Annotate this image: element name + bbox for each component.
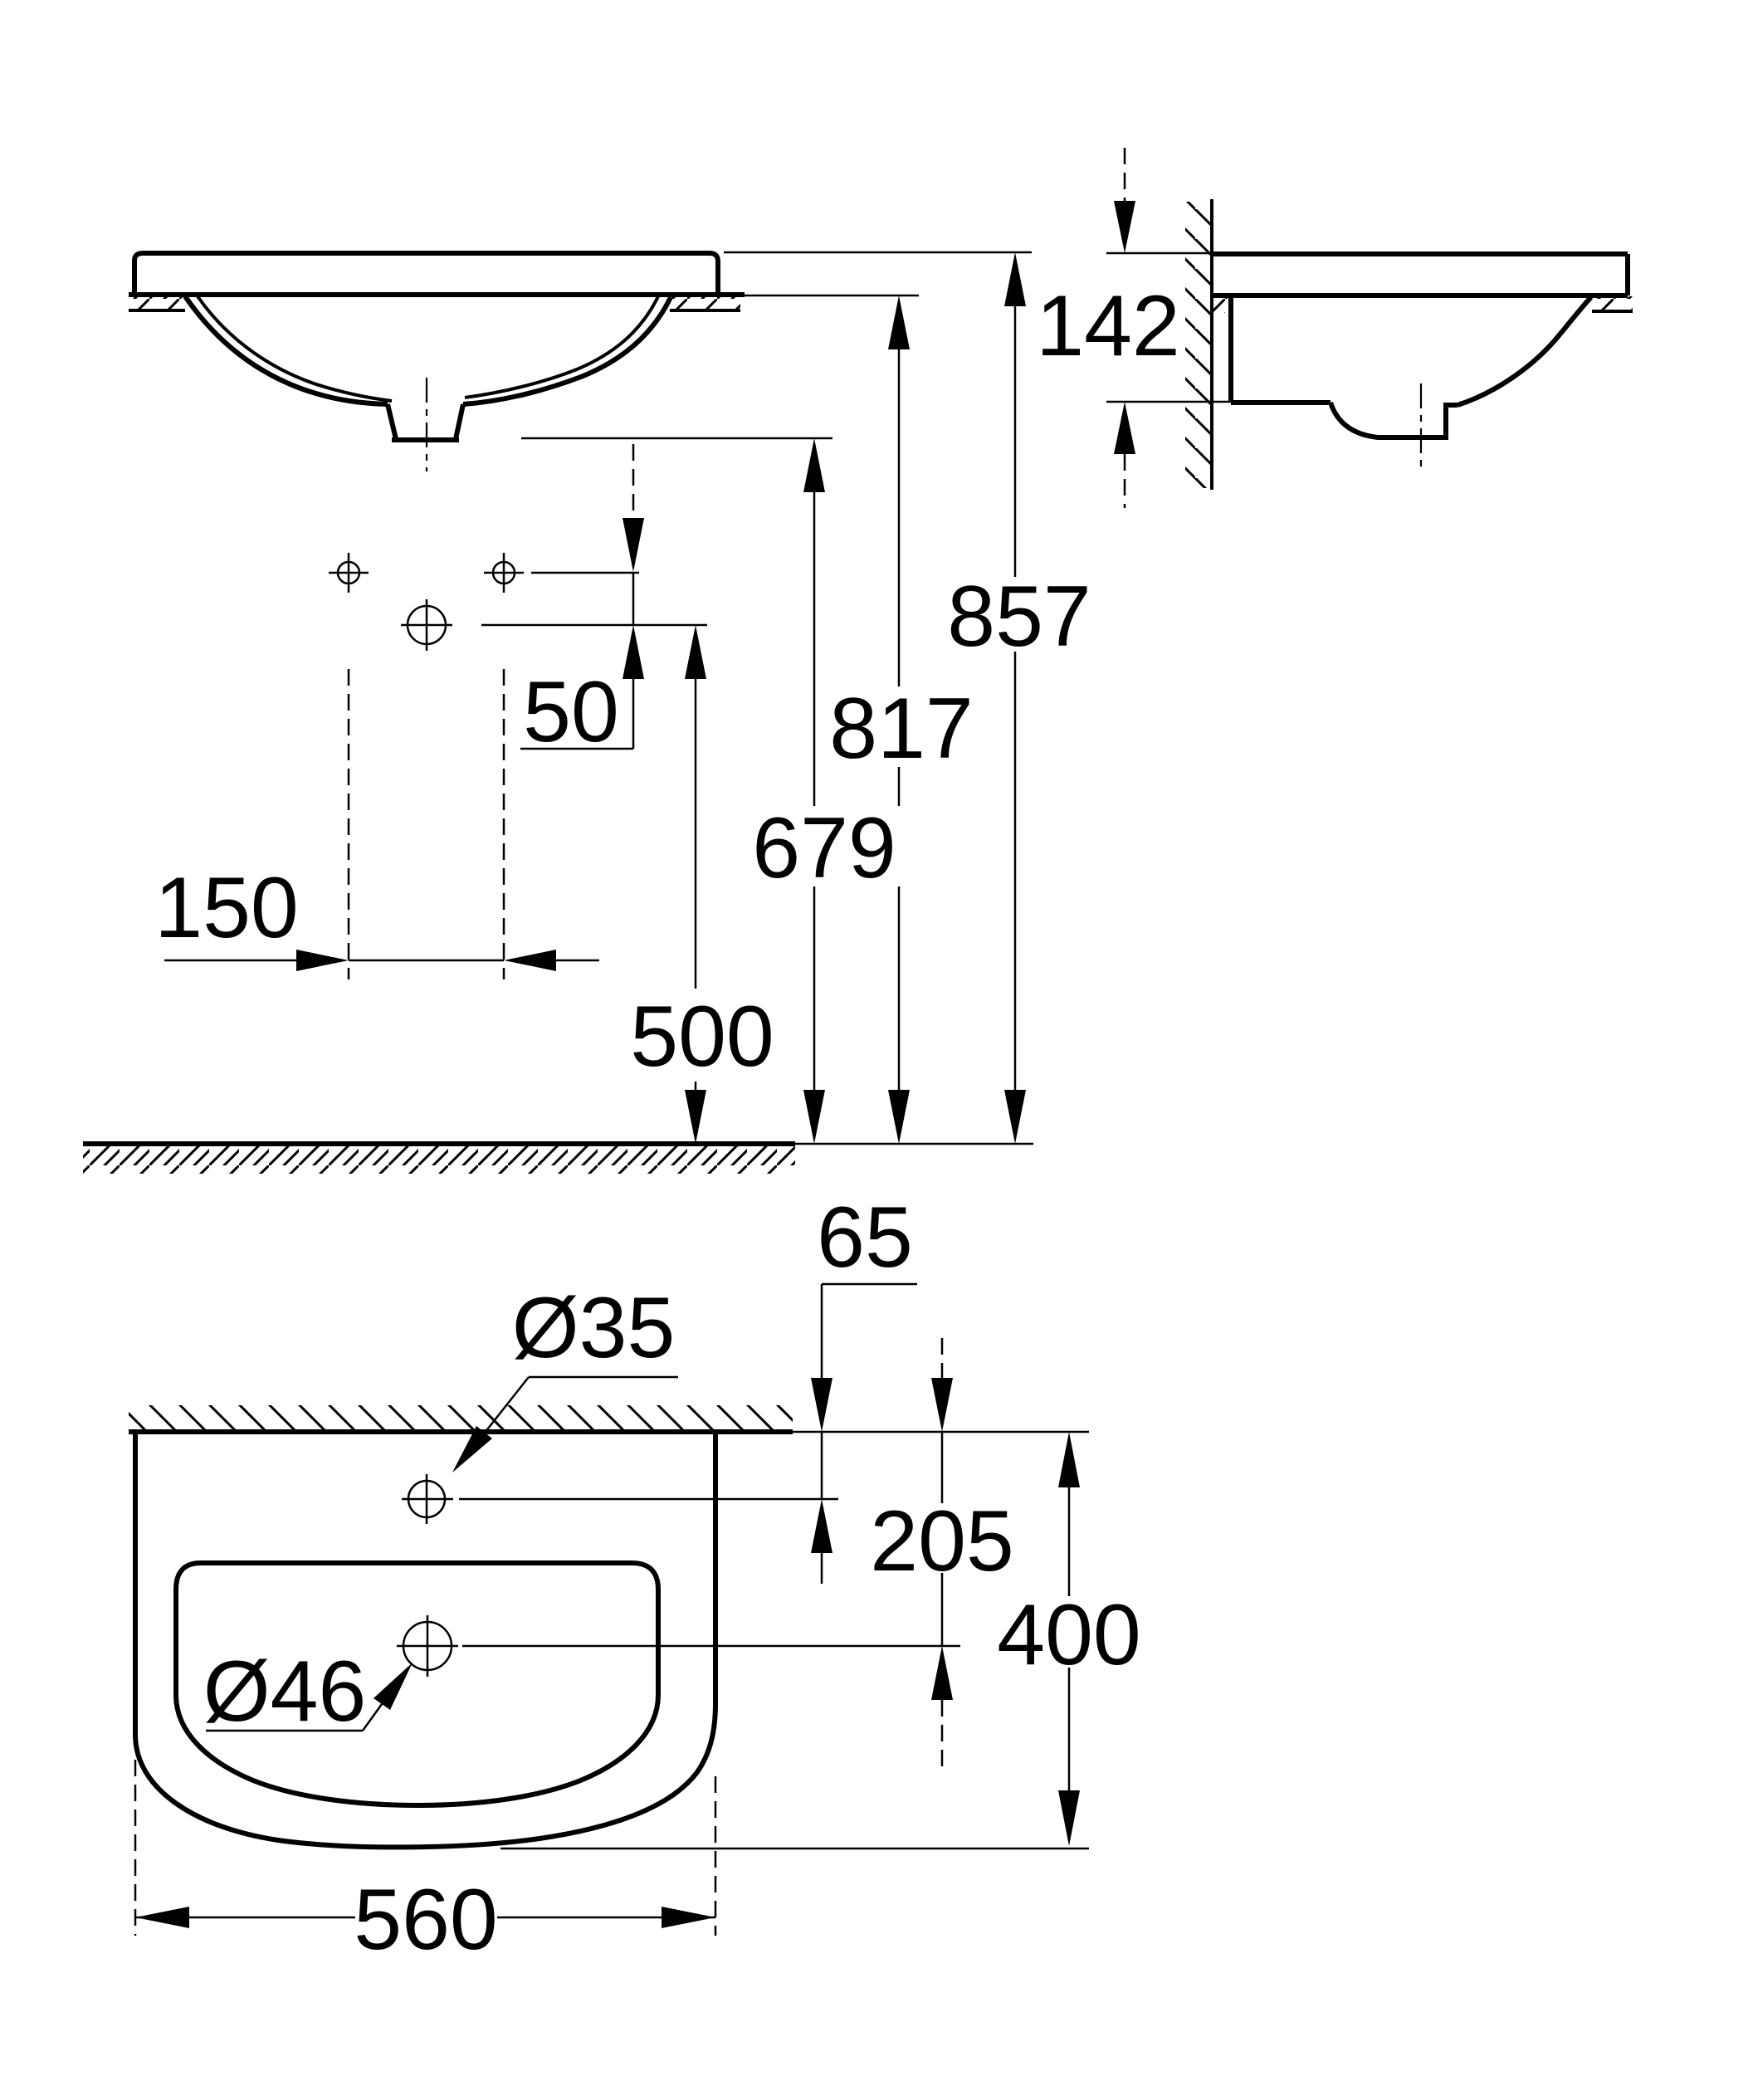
side-wall-hatch [1185, 202, 1211, 488]
plan-wall-hatch [129, 1405, 793, 1431]
dim-text-dia46: Ø46 [203, 1643, 367, 1740]
front-bowl-inner-left [196, 295, 393, 403]
front-counter-hatch-right [670, 295, 740, 310]
dim-text-205: 205 [870, 1493, 1014, 1590]
dim-50 [520, 444, 644, 750]
dim-142 [1106, 148, 1231, 508]
dim-150 [164, 950, 599, 971]
plan-inner-outline [173, 1560, 661, 1809]
dim-text-500: 500 [630, 989, 774, 1085]
dim-65 [811, 1282, 917, 1584]
floor-hatch [83, 1145, 795, 1174]
dim-text-679: 679 [752, 800, 896, 896]
front-faucet-hole [401, 599, 452, 651]
leader-faucet-diameter [452, 1375, 678, 1472]
side-drain-pocket [1328, 401, 1457, 440]
dim-text-65: 65 [817, 1189, 913, 1286]
front-bowl-outer-left [183, 295, 388, 407]
side-hatch-wall-block [1213, 296, 1231, 313]
plan-drain-hole [397, 1615, 458, 1677]
front-bowl-outer-right [462, 295, 673, 407]
dim-text-150: 150 [154, 860, 299, 956]
dim-857 [1004, 252, 1026, 1144]
front-extension-lines [347, 251, 1032, 979]
plan-faucet-hole [402, 1474, 453, 1524]
front-bowl-inner-right [464, 295, 660, 399]
dim-text-142: 142 [1036, 278, 1180, 374]
dim-text-560: 560 [354, 1872, 498, 1968]
dim-text-857: 857 [947, 569, 1091, 665]
dim-text-dia35: Ø35 [512, 1280, 676, 1376]
front-counter-outline [132, 251, 720, 295]
dim-text-50: 50 [523, 664, 619, 760]
front-counter-hatch-left [129, 295, 185, 310]
side-hatch-right-strip [1592, 296, 1633, 311]
side-view [1185, 199, 1633, 490]
front-view [83, 251, 1033, 1174]
dim-text-817: 817 [829, 681, 974, 777]
front-drain-stub [385, 403, 466, 440]
leader-drain-diameter [206, 1663, 413, 1732]
dim-text-400: 400 [997, 1587, 1141, 1683]
front-fixing-hole-right [484, 553, 524, 593]
plan-outer-outline [133, 1432, 718, 1850]
text-masks [355, 577, 1145, 1952]
front-fixing-hole-left [329, 553, 369, 593]
dim-679 [803, 438, 825, 1144]
side-bowl-curve [1457, 295, 1594, 408]
plan-view [129, 1405, 1089, 1936]
